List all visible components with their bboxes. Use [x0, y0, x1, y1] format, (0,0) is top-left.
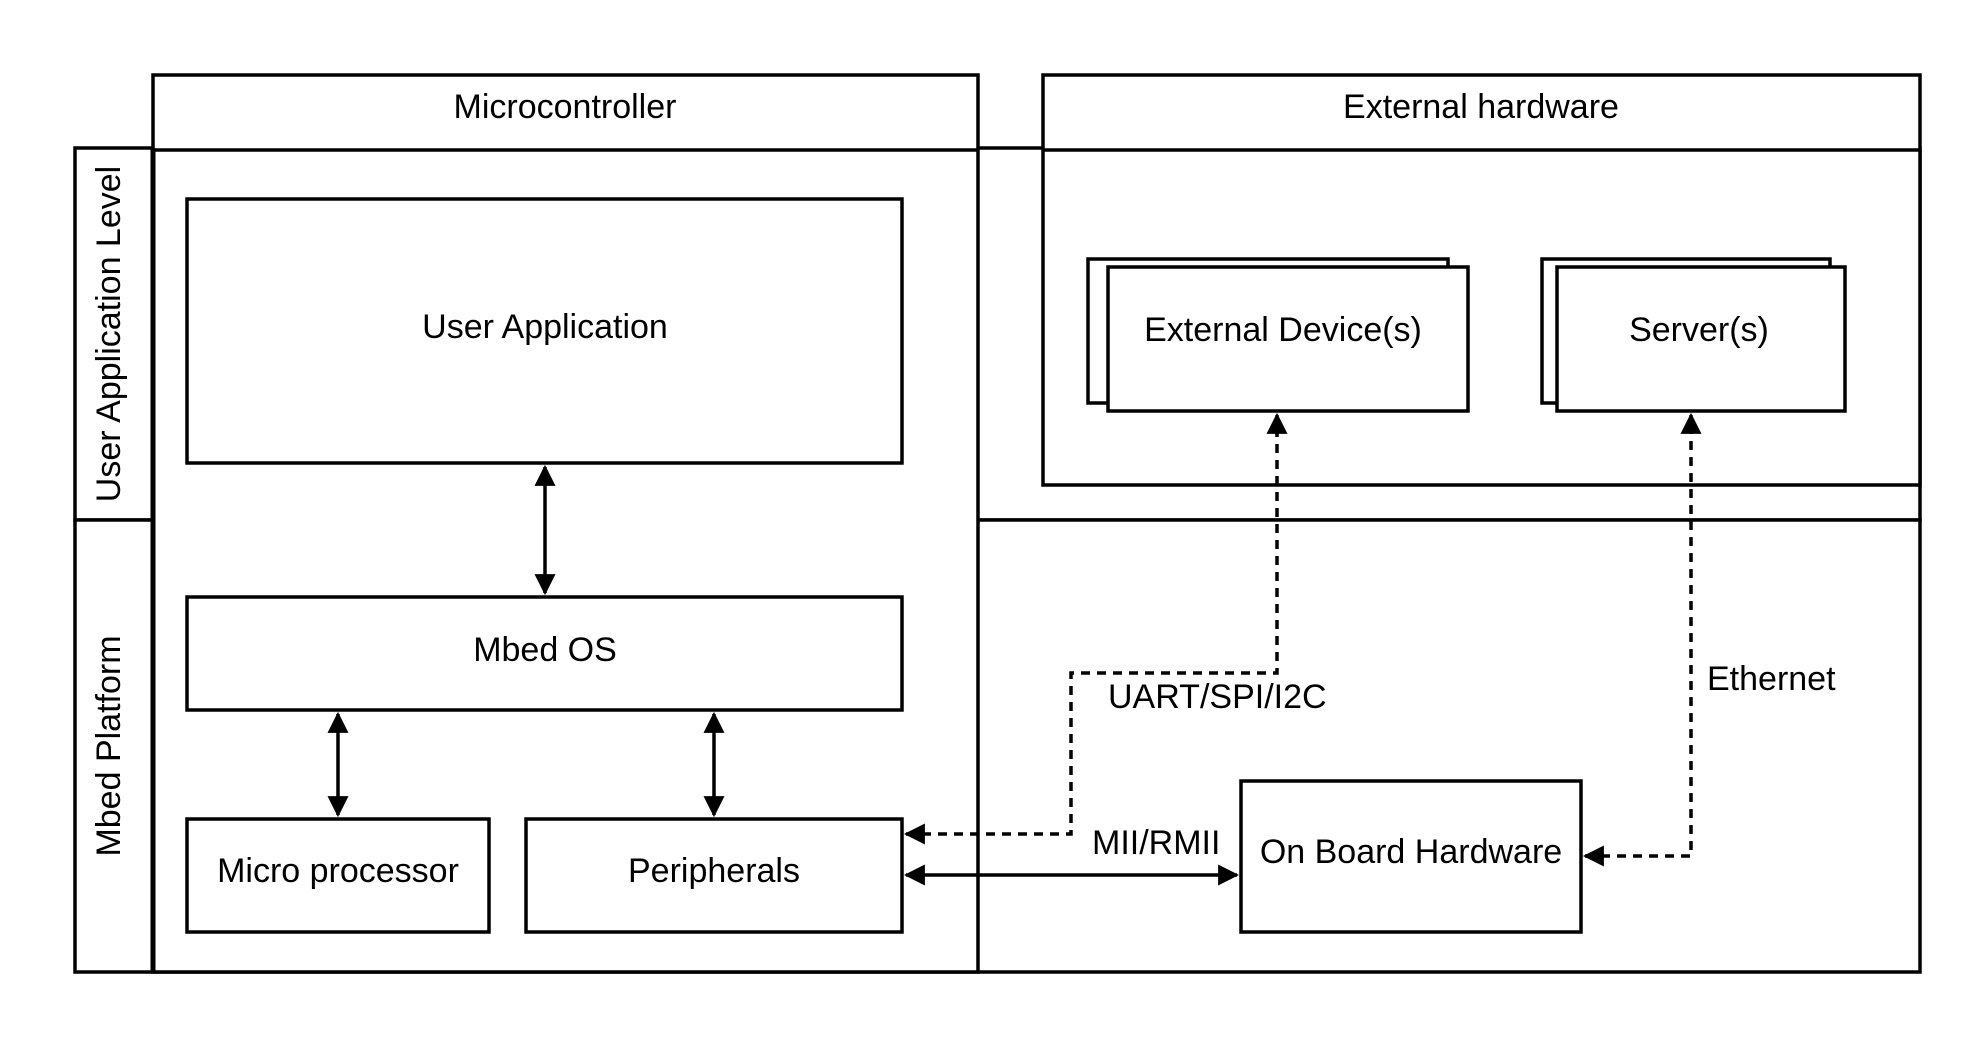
node-on-board-hardware — [1239, 779, 1583, 934]
row-header-user-application-level: User Application Level — [90, 166, 128, 502]
node-user-application-label: User Application — [422, 308, 668, 346]
edge-label-ethernet: Ethernet — [1707, 660, 1836, 698]
node-peripherals — [524, 817, 904, 934]
row-header-mbed-platform: Mbed Platform — [90, 635, 128, 856]
node-servers-label: Server(s) — [1629, 311, 1769, 349]
node-external-devices — [1106, 265, 1470, 413]
node-micro-processor-label: Micro processor — [217, 852, 459, 890]
node-servers — [1555, 265, 1847, 413]
node-mbed-os — [185, 595, 904, 712]
node-user-application — [185, 197, 904, 465]
edge-peripherals-external-devices — [903, 412, 1288, 845]
edge-label-uart-spi-i2c: UART/SPI/I2C — [1108, 678, 1327, 716]
node-on-board-hardware-label: On Board Hardware — [1260, 833, 1562, 871]
node-micro-processor — [185, 817, 491, 934]
node-mbed-os-label: Mbed OS — [473, 631, 617, 669]
node-peripherals-label: Peripherals — [628, 852, 800, 890]
node-external-devices-label: External Device(s) — [1144, 311, 1422, 349]
edge-on-board-hardware-servers — [1582, 412, 1702, 867]
edge-label-mii-rmii: MII/RMII — [1092, 824, 1220, 862]
column-header-microcontroller: Microcontroller — [454, 88, 677, 126]
column-header-external-hardware: External hardware — [1343, 88, 1619, 126]
